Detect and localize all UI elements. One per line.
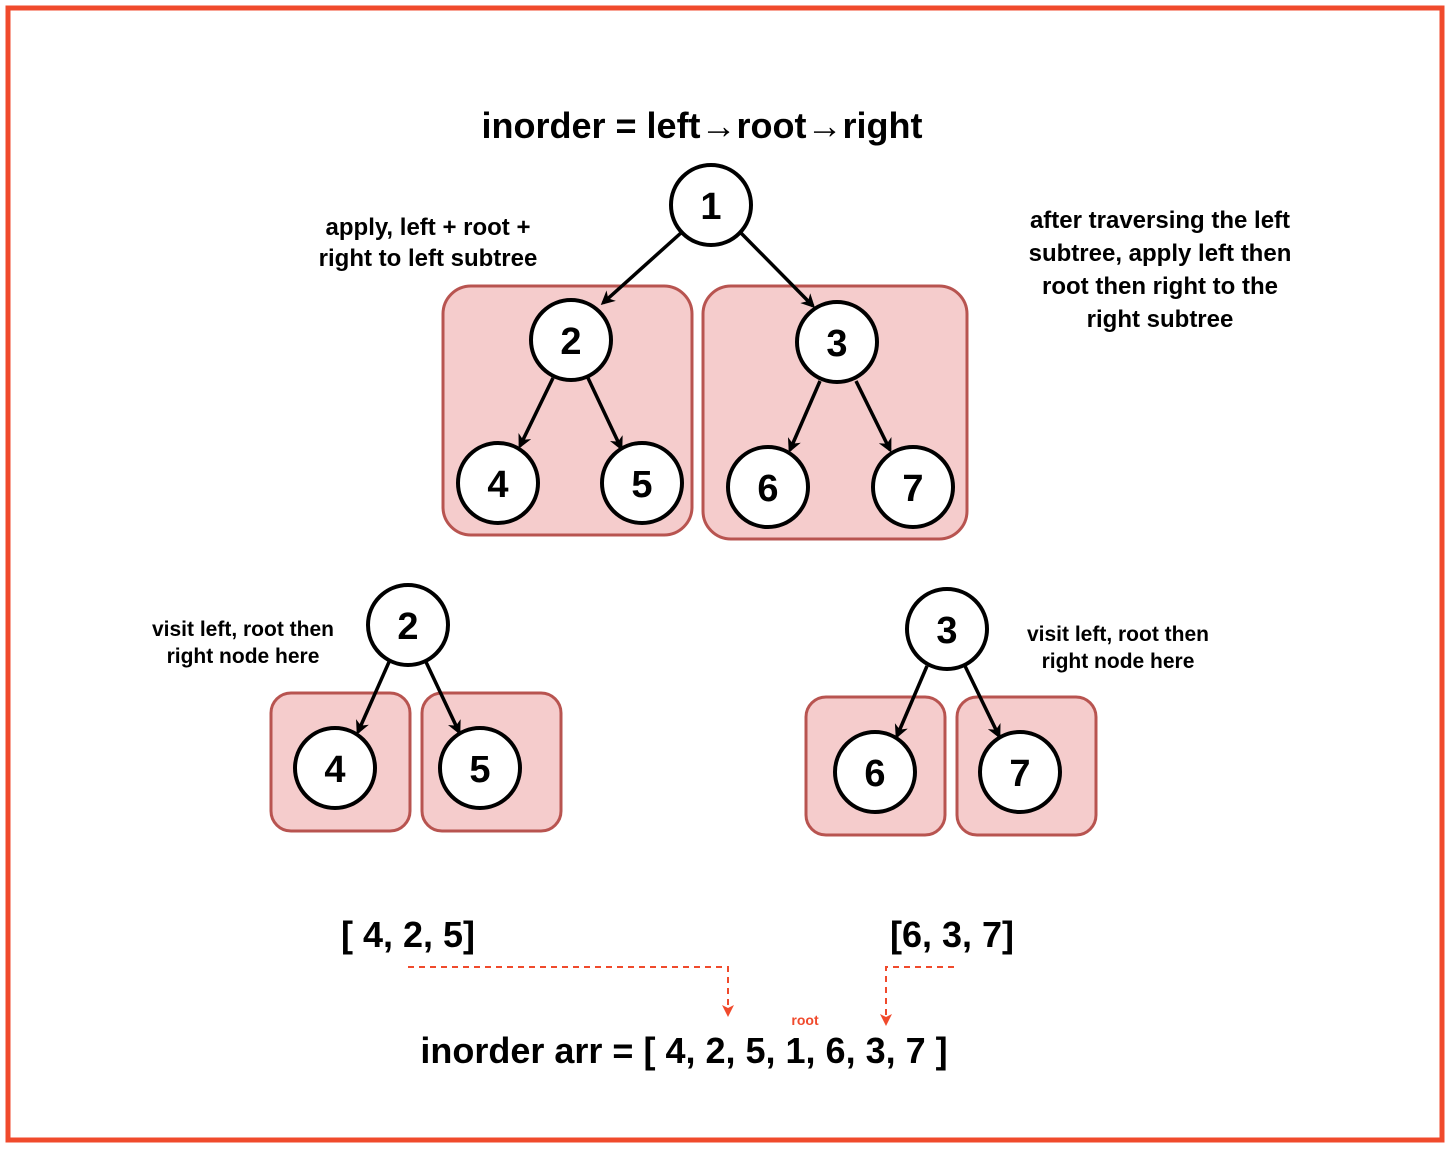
- tree-node-5: 5: [600, 441, 684, 525]
- right-subtree-note-line-3: root then right to the: [1042, 273, 1278, 300]
- right-partial-result: [6, 3, 7]: [890, 914, 1014, 955]
- edge-right-breakdown-3-6: [894, 665, 929, 739]
- edge-left-breakdown-2-5: [424, 661, 461, 735]
- outer-frame: [5, 5, 1445, 1143]
- left-subtree-note-line-2: right to left subtree: [319, 245, 538, 272]
- right-result-connector: [880, 966, 954, 1026]
- edge-right-breakdown-3-7: [963, 665, 1001, 739]
- left-breakdown-node-5: 5: [438, 726, 522, 810]
- tree-node-2: 2: [529, 298, 613, 382]
- edge-2-5: [586, 377, 623, 451]
- left-subtree-note-line-1: apply, left + root +: [326, 214, 531, 241]
- tree-node-1: 1: [669, 163, 753, 247]
- visit-left-note: visit left, root then right node here: [152, 618, 334, 668]
- right-subtree-note: after traversing the left subtree, apply…: [1029, 207, 1292, 333]
- left-result-connector: [408, 966, 734, 1017]
- tree-node-6: 6: [726, 445, 810, 529]
- left-breakdown-node-5-label: 5: [469, 749, 490, 791]
- edge-3-6: [787, 380, 822, 453]
- right-subtree-note-line-1: after traversing the left: [1030, 207, 1290, 234]
- tree-node-2-label: 2: [560, 321, 581, 363]
- visit-right-note-line-2: right node here: [1042, 650, 1195, 673]
- diagram-title: inorder = left→root→right: [482, 105, 923, 146]
- right-breakdown-node-3-label: 3: [936, 610, 957, 652]
- edge-3-7: [854, 380, 892, 453]
- right-breakdown-node-7: 7: [978, 730, 1062, 814]
- tree-node-3-label: 3: [826, 323, 847, 365]
- left-subtree-note: apply, left + root + right to left subtr…: [319, 214, 538, 272]
- visit-left-note-line-1: visit left, root then: [152, 618, 334, 641]
- edge-1-2: [600, 230, 684, 306]
- right-breakdown-node-3: 3: [905, 587, 989, 671]
- tree-node-3: 3: [795, 300, 879, 384]
- tree-node-4: 4: [456, 441, 540, 525]
- left-breakdown-node-2-label: 2: [397, 606, 418, 648]
- right-breakdown-node-7-label: 7: [1009, 753, 1030, 795]
- tree-node-5-label: 5: [631, 464, 652, 506]
- left-breakdown-node-4-label: 4: [324, 749, 345, 791]
- tree-node-4-label: 4: [487, 464, 508, 506]
- left-partial-result: [ 4, 2, 5]: [341, 914, 475, 955]
- right-subtree-note-line-4: right subtree: [1087, 306, 1234, 333]
- tree-node-6-label: 6: [757, 468, 778, 510]
- tree-node-7: 7: [871, 445, 955, 529]
- left-breakdown-node-4: 4: [293, 726, 377, 810]
- right-breakdown-node-6: 6: [833, 730, 917, 814]
- visit-right-note-line-1: visit left, root then: [1027, 623, 1209, 646]
- left-breakdown-node-2: 2: [366, 583, 450, 667]
- final-result: inorder arr = [ 4, 2, 5, 1, 6, 3, 7 ]: [420, 1030, 947, 1071]
- right-subtree-note-line-2: subtree, apply left then: [1029, 240, 1292, 267]
- edge-left-breakdown-2-4: [356, 661, 391, 735]
- tree-node-1-label: 1: [700, 186, 721, 228]
- visit-left-note-line-2: right node here: [167, 645, 320, 668]
- visit-right-note: visit left, root then right node here: [1027, 623, 1209, 673]
- edge-2-4: [518, 377, 555, 449]
- right-breakdown-node-6-label: 6: [864, 753, 885, 795]
- root-marker: root: [791, 1012, 819, 1028]
- edge-1-3: [738, 230, 816, 309]
- tree-node-7-label: 7: [902, 468, 923, 510]
